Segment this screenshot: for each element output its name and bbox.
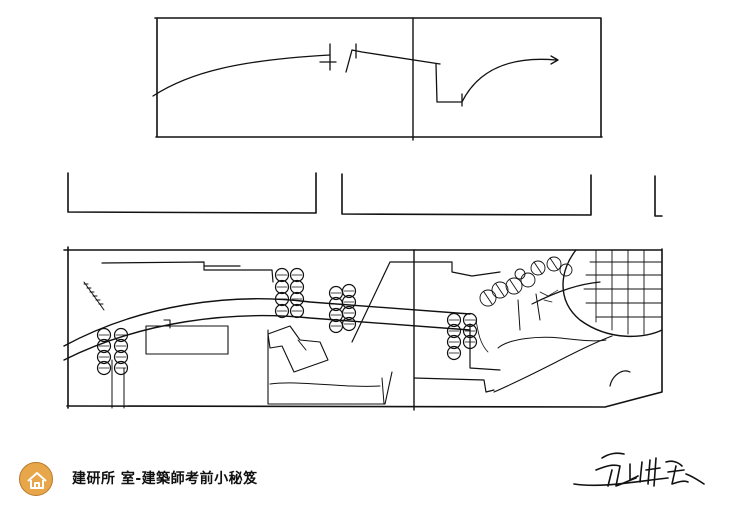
tree-circle [446, 323, 462, 339]
tree-circle [289, 267, 305, 283]
tree-circle [462, 334, 478, 350]
tree-circle [341, 294, 357, 310]
tree-circle [446, 334, 462, 350]
tree-circle [274, 303, 290, 319]
tree-circle [341, 305, 357, 321]
bottom-site-plan [63, 246, 663, 411]
tree-circle [274, 279, 290, 295]
tree-circle [462, 323, 478, 339]
tree-rows [96, 267, 478, 376]
middle-bracket-diagram [67, 172, 663, 217]
house-logo-icon [19, 462, 53, 496]
tree-circle [96, 338, 112, 354]
brand-footer-text: 建研所 室-建築師考前小秘笈 [72, 471, 258, 487]
tree-circle [289, 291, 305, 307]
tree-circle [96, 360, 112, 376]
tree-circle [274, 267, 290, 283]
tree-circle [113, 360, 129, 376]
tree-circle [462, 312, 478, 328]
tree-circle [341, 316, 357, 332]
tree-circle [96, 349, 112, 365]
tree-circle [446, 345, 462, 361]
tree-circle [113, 349, 129, 365]
tree-circle [289, 303, 305, 319]
tree-circle [113, 327, 129, 343]
tree-circle [289, 279, 305, 295]
handwritten-signature-icon [573, 452, 705, 487]
tree-circle [446, 312, 462, 328]
tree-circle [341, 283, 357, 299]
tree-circle [96, 327, 112, 343]
tree-canopy-cluster [475, 256, 573, 353]
top-section-diagram [152, 17, 603, 141]
tree-circle [113, 338, 129, 354]
tree-circle [274, 291, 290, 307]
